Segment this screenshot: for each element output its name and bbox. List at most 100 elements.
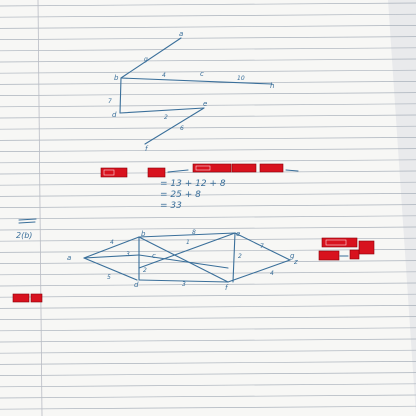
ruled-line: [0, 58, 416, 63]
tree-label-f: f: [145, 145, 149, 153]
ruled-line: [0, 159, 416, 164]
ruled-line: [0, 25, 416, 29]
tree-label-7: 7: [108, 98, 112, 105]
ruled-line: [0, 316, 416, 320]
redaction-block: [30, 293, 43, 303]
ruled-line: [0, 394, 416, 399]
ruled-line: [0, 13, 416, 18]
tree-edge-d-e: [119, 107, 205, 114]
ruled-line: [0, 47, 416, 52]
ruled-line: [0, 181, 416, 186]
graph-weight: 4: [270, 270, 274, 277]
ruled-line: [0, 361, 416, 365]
redaction-block: [358, 240, 375, 255]
ruled-line: [0, 260, 416, 264]
ruled-line: [0, 293, 416, 298]
ruled-line: [0, 405, 416, 410]
ruled-line: [0, 215, 416, 220]
sum-expression: = 13 + 12 + 8 = 25 + 8 = 33: [100, 163, 299, 211]
graph-edge-a-d: [83, 257, 138, 281]
graph-edge-a-b: [83, 236, 140, 259]
tree-label-10: 10: [237, 75, 245, 82]
graph-edge-c-e: [138, 232, 236, 269]
weighted-graph: a b c d e f g z 4 8 3 1 2 5 3 2 7 4: [67, 229, 298, 292]
ruled-line: [0, 372, 416, 376]
graph-weight: 1: [186, 239, 190, 246]
redaction-block: [259, 163, 284, 173]
ruled-line: [0, 226, 416, 231]
graph-edge-d-f: [138, 279, 229, 283]
tree-label-4: 4: [162, 72, 166, 79]
ruled-line: [0, 338, 416, 343]
tree-label-e: e: [203, 100, 207, 108]
tree-edge-b-h: [120, 77, 273, 85]
redaction-block: [192, 163, 232, 173]
graph-edge-c-f: [138, 254, 229, 269]
graph-node-b: b: [141, 230, 146, 238]
graph-weight: 2: [143, 267, 147, 274]
graph-node-f: f: [225, 284, 229, 292]
ruled-line: [0, 249, 416, 253]
expression-line-2: = 25 + 8: [160, 190, 201, 200]
graph-weight: 3: [182, 281, 186, 288]
graph-node-a: a: [67, 254, 71, 262]
graph-node-d: d: [134, 281, 139, 289]
ruled-line: [0, 125, 416, 130]
pen-stroke: [167, 169, 189, 173]
ruled-line: [0, 69, 416, 74]
ruled-line: [0, 305, 416, 309]
tree-label-2: 2: [164, 114, 168, 121]
redaction-block: [231, 163, 257, 173]
tree-label-d: d: [112, 111, 117, 119]
ruled-line: [0, 2, 416, 7]
ruled-line: [0, 170, 416, 175]
graph-weight: 8: [192, 229, 196, 236]
ruled-line: [0, 36, 416, 40]
graph-edge-e-z: [234, 232, 291, 261]
redaction-detail: [103, 169, 115, 176]
ruled-line: [0, 81, 416, 85]
tree-label-c: c: [200, 70, 204, 78]
graph-node-g: g: [290, 252, 295, 260]
graph-edge-f-z: [227, 259, 291, 283]
ruled-line: [0, 148, 416, 152]
expression-line-3: = 33: [160, 201, 182, 211]
ruled-line: [0, 137, 416, 141]
tree-edge-b-d: [119, 77, 122, 114]
graph-weight: 5: [107, 274, 111, 281]
graph-edge-e-f: [232, 232, 236, 283]
ruled-line: [0, 327, 416, 332]
ruled-line: [0, 282, 416, 287]
tree-label-b: b: [114, 74, 119, 82]
tree-label-6: 6: [180, 125, 184, 132]
ruled-line: [0, 271, 416, 276]
graph-edge-b-e: [138, 232, 236, 238]
tree-edge-b-a: [120, 37, 182, 79]
redaction-block: [318, 250, 340, 261]
tree-label-g: g: [144, 56, 148, 63]
ruled-line: [0, 193, 416, 197]
graph-node-e: e: [236, 230, 240, 238]
pen-stroke: [285, 169, 299, 172]
ruled-line: [0, 114, 416, 119]
redaction-detail: [325, 239, 347, 246]
graph-weight: 2: [238, 253, 242, 260]
graph-edge-b-f: [138, 236, 229, 283]
ruled-line: [0, 103, 416, 108]
tree-label-h: h: [270, 82, 274, 90]
redaction-block: [349, 249, 360, 260]
graph-node-z: z: [293, 258, 298, 266]
graph-edge-a-c: [83, 254, 140, 259]
ruled-line: [0, 92, 416, 96]
graph-node-c: c: [152, 252, 156, 260]
redaction-block: [147, 167, 166, 178]
underline-mark: [18, 218, 37, 224]
section-label: 2(b): [16, 231, 32, 240]
tree-diagram: a g b 4 c 10 h 7 d 2 e 6 f: [108, 30, 274, 153]
margin-line: [37, 0, 43, 416]
graph-weight: 3: [126, 251, 130, 258]
graph-weight: 4: [110, 239, 114, 246]
